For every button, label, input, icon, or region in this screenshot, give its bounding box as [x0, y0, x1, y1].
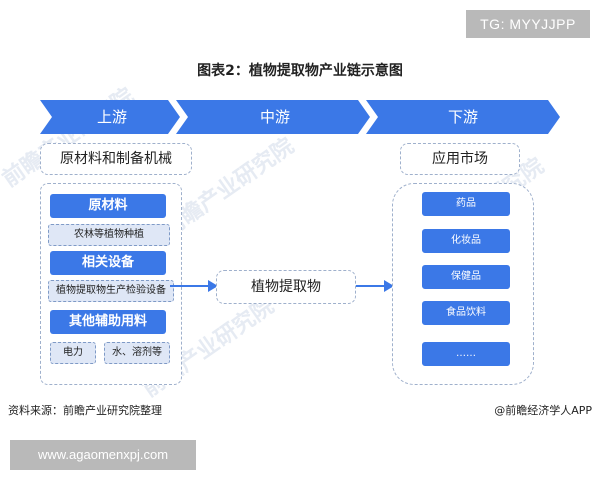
upstream-header: 原材料和制备机械 [40, 143, 192, 175]
stage-arrow-downstream [366, 100, 560, 134]
source-note: 资料来源：前瞻产业研究院整理 [8, 404, 162, 417]
stage-label-downstream: 下游 [447, 108, 478, 126]
group-equipment: 相关设备 [50, 251, 166, 275]
item-water-solvent: 水、溶剂等 [104, 342, 170, 364]
market-cosmetics: 化妆品 [422, 229, 510, 253]
diagram-title: 图表2：植物提取物产业链示意图 [197, 63, 403, 79]
group-raw-materials: 原材料 [50, 194, 166, 218]
arrow-to-downstream [354, 280, 394, 292]
stage-arrow-midstream [176, 100, 370, 134]
stage-label-upstream: 上游 [96, 108, 127, 126]
watermark: 前瞻产业研究院 [0, 83, 139, 193]
item-production-equipment: 植物提取物生产检验设备 [48, 280, 174, 302]
midstream-plant-extract: 植物提取物 [216, 270, 356, 304]
stage-label-midstream: 中游 [259, 108, 290, 126]
market-medicine: 药品 [422, 192, 510, 216]
arrow-to-midstream [170, 280, 218, 292]
market-food-beverage: 食品饮料 [422, 301, 510, 325]
stage-arrows [40, 100, 560, 134]
group-auxiliary: 其他辅助用料 [50, 310, 166, 334]
url-tag: www.agaomenxpj.com [10, 440, 196, 470]
market-health-products: 保健品 [422, 265, 510, 289]
stage-arrow-upstream [40, 100, 180, 134]
item-plant-cultivation: 农林等植物种植 [48, 224, 170, 246]
tag-badge: TG: MYYJJPP [466, 10, 590, 38]
credit-note: @前瞻经济学人APP [494, 404, 592, 417]
downstream-header: 应用市场 [400, 143, 520, 175]
market-more: …… [422, 342, 510, 366]
item-electricity: 电力 [50, 342, 96, 364]
